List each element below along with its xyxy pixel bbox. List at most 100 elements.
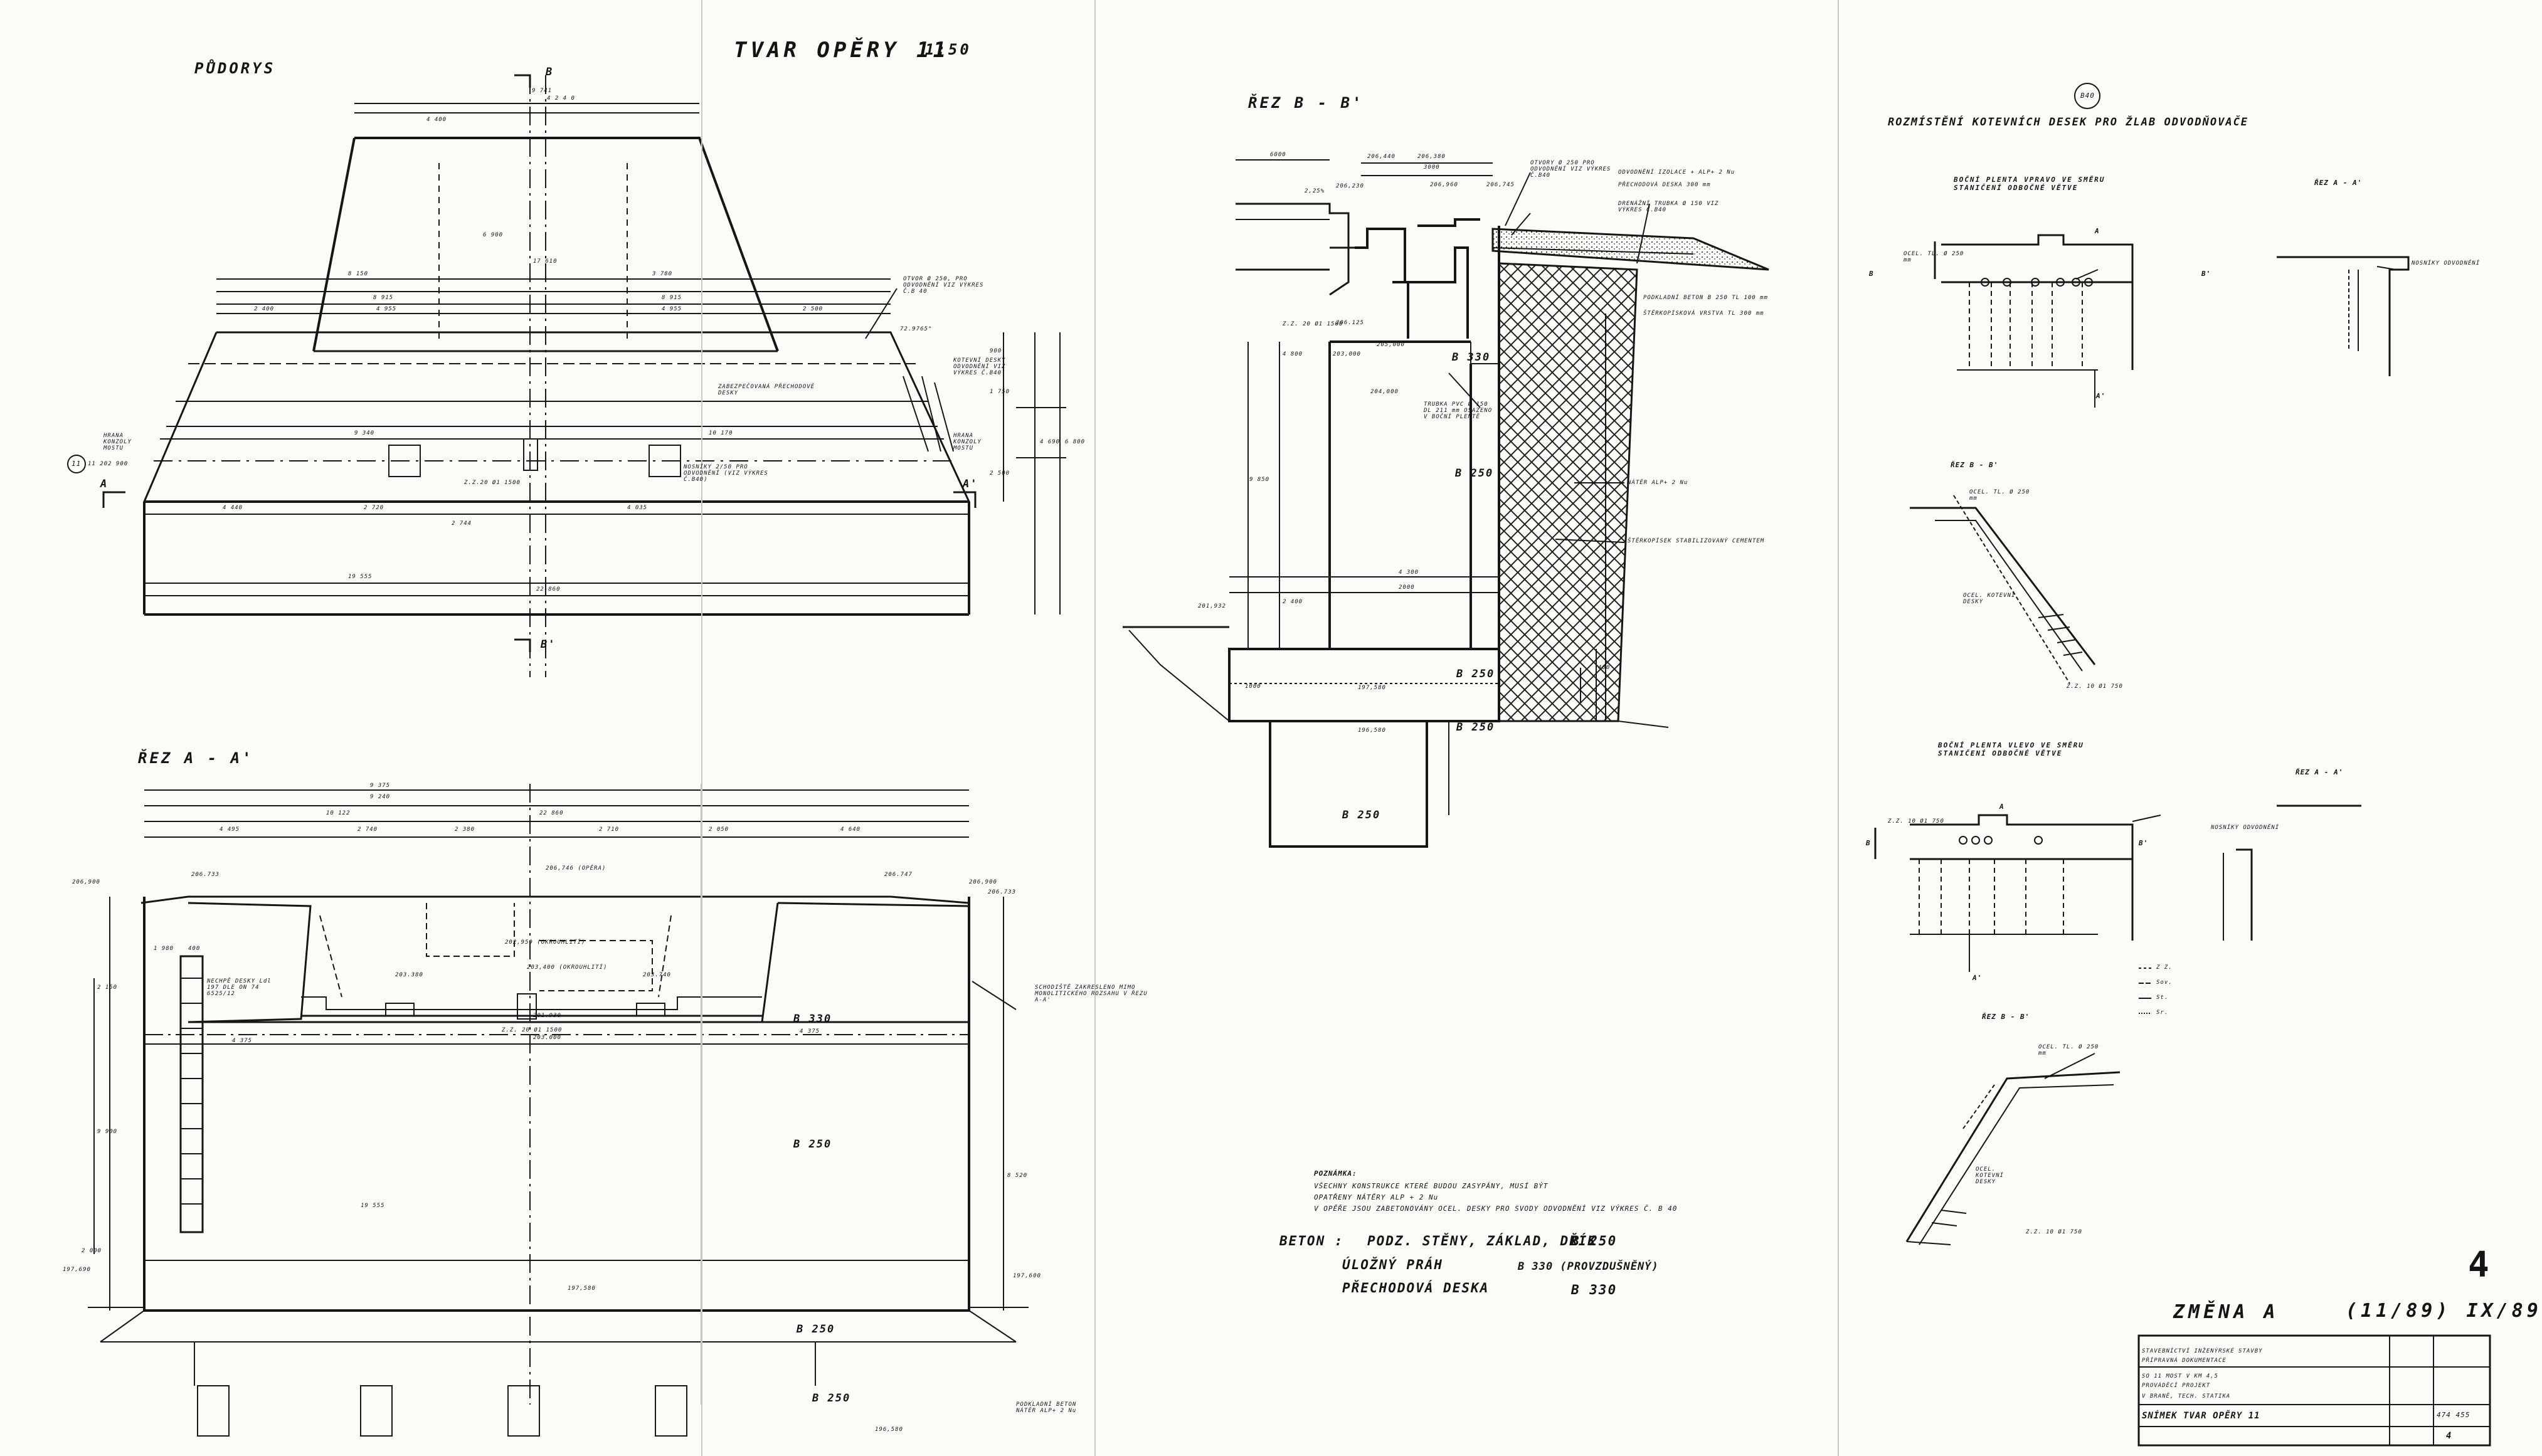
note-drain-hole: OTVOR Ø 250, PRO ODVODNĚNÍ VIZ VÝKRES Č.…	[903, 276, 984, 295]
concrete-grade: B 330 (PROVZDUŠNĚNÝ)	[1518, 1260, 1659, 1273]
dim-label: 1 750	[990, 389, 1010, 395]
title-block-number: 474 455	[2437, 1411, 2471, 1419]
note-anchor: OCEL. KOTEVNÍ DESKY	[1976, 1166, 2004, 1185]
plan-title: PŮDORYS	[194, 60, 276, 77]
concrete-grade: B 250	[1456, 668, 1495, 680]
right-plenta-title: BOČNÍ PLENTA VPRAVO VE SMĚRU STANIČENÍ O…	[1954, 176, 2105, 192]
note-chamber: ZABEZPEČOVANÁ PŘECHODOVÉ DESKY	[718, 384, 815, 396]
dim-label: 9 240	[370, 794, 391, 800]
note-anchor-plates: KOTEVNÍ DESKY ODVODNĚNÍ VIZ VÝKRES Č.B40	[953, 357, 1006, 376]
section-b-marker: B	[1866, 839, 1871, 847]
dim-label: 22 860	[536, 586, 561, 593]
dim-label: 6 900	[483, 232, 504, 238]
detail-reference: B40	[2080, 92, 2095, 100]
title-block-line: PROVÁDĚCÍ PROJEKT	[2142, 1383, 2211, 1389]
note-zz: Z.Z. 10 Ø1 750	[1888, 818, 1944, 825]
note-plate: OCEL. TL. Ø 250 mm	[1969, 489, 2030, 502]
elevation-label: 206,440	[1367, 154, 1395, 160]
dim-label: 19 555	[361, 1203, 385, 1209]
elevation-label: 203.000	[533, 1035, 561, 1041]
legend-item: Sov.	[2156, 979, 2173, 986]
section-a-prime-marker: A'	[1973, 974, 1983, 982]
dim-label: 8 520	[1007, 1173, 1028, 1179]
dim-label: 2 380	[455, 826, 475, 833]
dim-label: 3000	[1424, 164, 1440, 171]
elevation-label: 2,25%	[1305, 188, 1325, 194]
dim-label: 2 000	[82, 1248, 102, 1254]
dim-label: 9 375	[370, 783, 391, 789]
left-plenta-title: BOČNÍ PLENTA VLEVO VE SMĚRU STANIČENÍ OD…	[1938, 741, 2084, 757]
legend-lines	[2139, 968, 2151, 1014]
elevation-label: 206,230	[1336, 183, 1364, 189]
elevation-label: 206.747	[884, 872, 913, 878]
dim-label: 2000	[1399, 584, 1415, 591]
legend-item: St.	[2156, 994, 2169, 1001]
concrete-grade: B 250	[1571, 1233, 1618, 1248]
section-b-marker: B	[546, 66, 554, 78]
note-anchor: OCEL. KOTEVNÍ DESKY	[1963, 593, 2016, 605]
note-stab-gravel: ŠTĚRKOPÍSEK STABILIZOVANÝ CEMENTEM	[1628, 538, 1765, 544]
detail-section-bb: ŘEZ B - B'	[1951, 461, 1999, 469]
dim-label: 4 035	[627, 505, 648, 511]
elevation-label: 206.125	[1336, 320, 1364, 326]
dim-label: 6 800	[1065, 439, 1086, 445]
note-notch-b40: NOSNÍKY ODVODNĚNÍ	[2211, 825, 2280, 831]
drawing-scale: 1:50	[925, 41, 972, 58]
note-waterproof: NECHPĚ DESKY Ldl 197 DLE ON 74 6525/12	[207, 978, 272, 997]
dim-label: 8 150	[348, 271, 369, 277]
concrete-row: ÚLOŽNÝ PRÁH	[1342, 1257, 1444, 1272]
elevation-label: 196,580	[875, 1427, 903, 1433]
dim-label: 10 122	[326, 810, 351, 816]
title-block-line: V BRANĚ, TECH. STATIKA	[2142, 1393, 2231, 1400]
section-a-marker: A	[100, 478, 109, 490]
elevation-label: 206,746 (OPĚRA)	[546, 865, 606, 872]
elevation-label: 197,580	[1358, 685, 1386, 691]
elevation-label: 197,690	[63, 1267, 91, 1273]
dim-label: 2 500	[803, 306, 824, 312]
elevation-label: 206.733	[988, 889, 1016, 895]
dim-label: 9 900	[97, 1129, 118, 1135]
concrete-row: PŘECHODOVÁ DESKA	[1342, 1280, 1490, 1295]
elevation-label: 203.740	[643, 972, 671, 978]
notes-title: POZNÁMKA:	[1314, 1169, 1357, 1178]
title-block-line: PŘÍPRAVNÁ DOKUMENTACE	[2142, 1358, 2227, 1364]
section-b-prime-marker: B'	[2201, 270, 2211, 278]
elevation-label: 201,932	[1198, 603, 1226, 609]
note-drain-holes: OTVORY Ø 250 PRO ODVODNĚNÍ VIZ VÝKRES Č.…	[1530, 160, 1611, 179]
note-pvc-pipe: TRUBKA PVC Ø 150 DL 211 mm OSAZENO V BOČ…	[1424, 401, 1493, 420]
dim-label: 2 050	[709, 826, 729, 833]
fold-line	[701, 0, 702, 1456]
drawing-title: TVAR OPĚRY 11	[734, 38, 950, 63]
dim-label: 4 495	[220, 826, 240, 833]
section-a-marker: A	[1999, 803, 2004, 811]
note-drain-level: Z.Z. 20 Ø1 1500	[502, 1027, 563, 1033]
concrete-grade: B 330	[1452, 351, 1491, 364]
section-a-marker: A	[2095, 227, 2100, 235]
section-bb-title: ŘEZ B - B'	[1248, 94, 1364, 112]
notes-line: OPATŘENY NÁTĚRY ALP + 2 Nu	[1314, 1193, 1439, 1201]
dim-label: 9 850	[1249, 477, 1270, 483]
note-angle: 72.9765°	[900, 326, 933, 332]
dim-label: 900	[990, 348, 1002, 354]
note-notch: NOSNÍKY 2/50 PRO ODVODNĚNÍ (VIZ VÝKRES Č…	[684, 464, 768, 483]
dim-label: 4 640	[840, 826, 861, 833]
legend-item: Sr.	[2156, 1010, 2169, 1016]
fold-line	[1838, 0, 1839, 1456]
dim-label: 400	[188, 946, 201, 952]
elevation-label: 205,000	[1377, 342, 1405, 348]
concrete-grade: B 250	[797, 1323, 835, 1336]
detail-section-bb: ŘEZ B - B'	[1982, 1013, 2030, 1021]
concrete-row: PODZ. STĚNY, ZÁKLAD, DŘÍK	[1367, 1233, 1597, 1248]
elevation-label: 202,959 (OKROUHLITÍ)	[505, 939, 586, 946]
title-block-line: SNÍMEK TVAR OPĚRY 11	[2142, 1411, 2260, 1421]
section-a-prime-marker: A'	[963, 478, 978, 490]
detail-section-aa: ŘEZ A - A'	[2314, 179, 2363, 187]
note-plate: OCEL. TL. Ø 250 mm	[1904, 251, 1964, 263]
dim-label: 17 610	[533, 258, 558, 265]
note-elevation: Z.Z.20 Ø1 1500	[464, 480, 521, 486]
elevation-label: 197,600	[1013, 1273, 1041, 1279]
dim-label: 400	[1598, 665, 1611, 671]
note-stairs: SCHODIŠTĚ ZAKRESLENO MIMO MONOLITICKÉHO …	[1035, 984, 1148, 1003]
concrete-grade: B 250	[793, 1138, 832, 1151]
